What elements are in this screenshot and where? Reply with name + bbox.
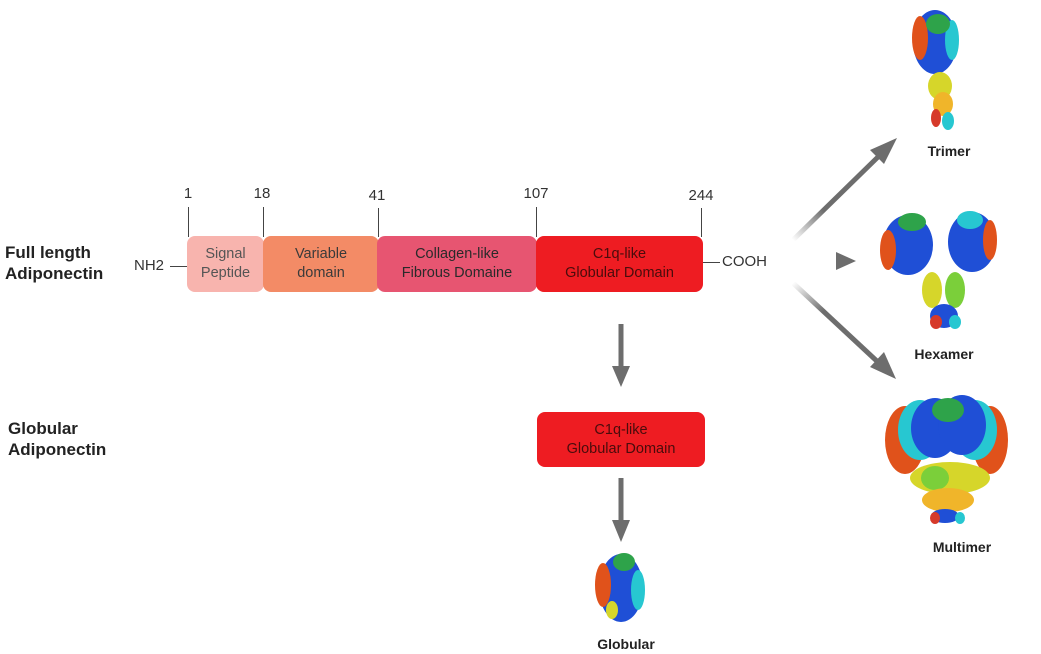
arrow-to-trimer: [791, 138, 897, 242]
trimer-caption: Trimer: [927, 143, 971, 159]
domain-label-line2: Globular Domain: [565, 265, 674, 281]
trimer-structure-image: [912, 10, 959, 130]
arrow-to-globular-domain: [612, 324, 630, 387]
arrow-to-hexamer: [790, 252, 856, 270]
domain-label-line1: Collagen-like: [415, 246, 499, 262]
c-terminus-label: COOH: [722, 253, 767, 270]
n-terminus-label: NH2: [134, 257, 165, 274]
domain-label-line2: Peptide: [200, 265, 251, 281]
globular-adiponectin-label: Globular Adiponectin: [8, 418, 106, 460]
row-label-line1: Globular: [8, 419, 78, 438]
n-terminus-line: [170, 266, 188, 267]
row-label-line1: Full length: [5, 243, 91, 262]
position-244: 244: [688, 187, 714, 204]
full-length-adiponectin-label: Full length Adiponectin: [5, 242, 103, 284]
domain-label-line2: Fibrous Domaine: [401, 265, 513, 281]
row-label-line2: Adiponectin: [8, 440, 107, 459]
arrow-to-multimer: [791, 281, 896, 379]
c-terminus-line: [702, 262, 720, 263]
position-41: 41: [368, 187, 386, 204]
position-107: 107: [523, 185, 549, 202]
tick-18: [263, 207, 264, 237]
tick-41: [378, 208, 379, 237]
multimer-caption: Multimer: [932, 539, 992, 555]
domain-label-line1: C1q-like: [592, 246, 647, 262]
tick-244: [701, 208, 702, 237]
globular-caption: Globular: [597, 636, 655, 652]
domain-label-line2: domain: [297, 265, 345, 281]
variable-domain: Variable domain: [263, 236, 379, 292]
tick-107: [536, 207, 537, 237]
globular-structure-image: [595, 553, 645, 622]
row-label-line2: Adiponectin: [5, 264, 104, 283]
domain-label-line1: C1q-like: [594, 421, 648, 438]
arrow-to-globular-structure: [612, 478, 630, 542]
multimer-structure-image: [885, 395, 1008, 524]
domain-label-line1: Variable: [294, 246, 348, 262]
hexamer-caption: Hexamer: [914, 346, 974, 362]
position-18: 18: [253, 185, 271, 202]
hexamer-structure-image: [880, 211, 997, 329]
domain-label-line1: Signal: [205, 246, 246, 262]
domain-label-line2: Globular Domain: [566, 440, 676, 457]
position-1: 1: [183, 185, 193, 202]
tick-1: [188, 207, 189, 237]
